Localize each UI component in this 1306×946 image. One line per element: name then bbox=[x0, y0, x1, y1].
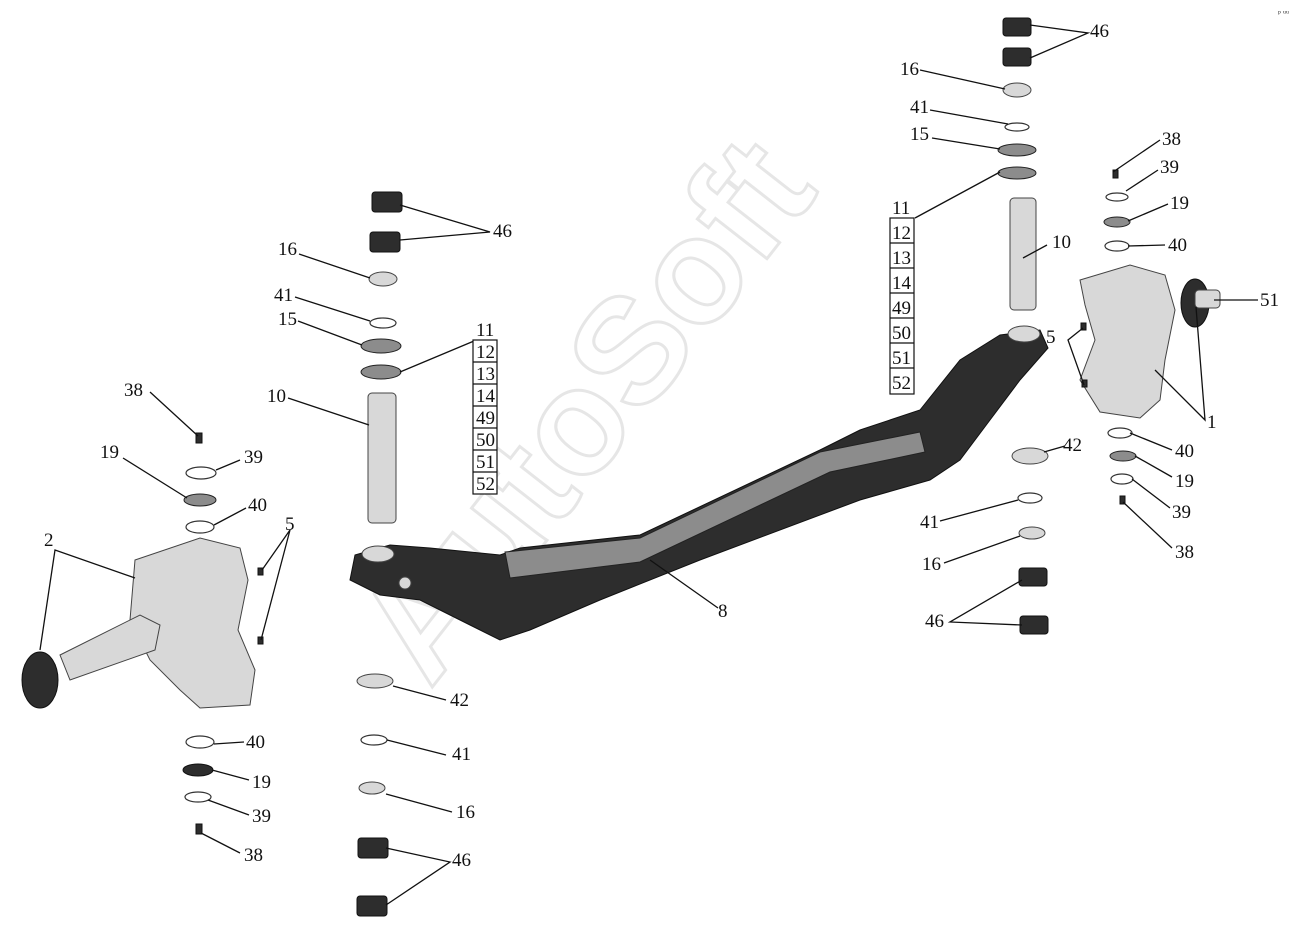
callout-label: 19 bbox=[1170, 193, 1189, 214]
corner-mark: ᵖ ᵘᵘ bbox=[1278, 8, 1289, 18]
callout-label: 40 bbox=[1175, 441, 1194, 462]
callout-label: 19 bbox=[1175, 471, 1194, 492]
callout-label: 39 bbox=[1172, 502, 1191, 523]
callout-label: 2 bbox=[44, 530, 54, 551]
callout-label: 19 bbox=[100, 442, 119, 463]
callout-label: 39 bbox=[252, 806, 271, 827]
callout-label: 38 bbox=[1175, 542, 1194, 563]
right-kit-item: 14 bbox=[892, 273, 912, 294]
callout-label: 39 bbox=[244, 447, 263, 468]
left-bearing-stack bbox=[356, 191, 403, 917]
left-kit-item: 13 bbox=[476, 364, 495, 385]
left-kit-list: 11 12 13 14 49 50 51 52 bbox=[472, 320, 498, 495]
callout-label: 10 bbox=[1052, 232, 1071, 253]
left-kit-item: 51 bbox=[476, 452, 495, 473]
callout-label: 42 bbox=[450, 690, 469, 711]
leader-lines bbox=[39, 24, 1258, 906]
callout-label: 41 bbox=[274, 285, 293, 306]
right-steering-knuckle bbox=[1079, 169, 1221, 505]
callout-label: 40 bbox=[248, 495, 267, 516]
callout-label: 5 bbox=[285, 514, 295, 535]
callout-label: 15 bbox=[278, 309, 297, 330]
callout-label: 16 bbox=[456, 802, 475, 823]
callout-label: 51 bbox=[1260, 290, 1279, 311]
callout-label: 16 bbox=[900, 59, 919, 80]
left-kit-item: 12 bbox=[476, 342, 495, 363]
callout-label: 1 bbox=[1207, 412, 1217, 433]
right-kit-item: 11 bbox=[892, 198, 910, 219]
callout-label: 41 bbox=[452, 744, 471, 765]
right-kit-item: 49 bbox=[892, 298, 911, 319]
callout-label: 39 bbox=[1160, 157, 1179, 178]
right-kit-item: 52 bbox=[892, 373, 911, 394]
callout-label: 40 bbox=[246, 732, 265, 753]
callout-label: 41 bbox=[920, 512, 939, 533]
callout-label: 16 bbox=[922, 554, 941, 575]
left-kit-item: 14 bbox=[476, 386, 496, 407]
axle-beam bbox=[349, 325, 1049, 641]
callout-label: 38 bbox=[1162, 129, 1181, 150]
left-kit-item: 50 bbox=[476, 430, 495, 451]
callout-label: 46 bbox=[1090, 21, 1109, 42]
right-kit-item: 50 bbox=[892, 323, 911, 344]
callout-label: 42 bbox=[1063, 435, 1082, 456]
left-steering-knuckle bbox=[21, 432, 264, 835]
callout-label: 5 bbox=[1046, 327, 1056, 348]
right-kit-list: 11 12 13 14 49 50 51 52 bbox=[889, 198, 915, 395]
callout-label: 10 bbox=[267, 386, 286, 407]
callout-label: 46 bbox=[452, 850, 471, 871]
callout-label: 38 bbox=[244, 845, 263, 866]
left-kit-item: 49 bbox=[476, 408, 495, 429]
callout-label: 41 bbox=[910, 97, 929, 118]
callout-label: 15 bbox=[910, 124, 929, 145]
callout-label: 8 bbox=[718, 601, 728, 622]
right-kit-item: 12 bbox=[892, 223, 911, 244]
left-kit-item: 11 bbox=[476, 320, 494, 341]
callout-label: 40 bbox=[1168, 235, 1187, 256]
right-kit-item: 13 bbox=[892, 248, 911, 269]
callout-label: 46 bbox=[493, 221, 512, 242]
left-kit-item: 52 bbox=[476, 474, 495, 495]
callout-label: 38 bbox=[124, 380, 143, 401]
callout-labels: 46 16 41 15 10 38 39 19 40 51 5 1 42 41 … bbox=[44, 21, 1279, 871]
callout-label: 16 bbox=[278, 239, 297, 260]
callout-label: 19 bbox=[252, 772, 271, 793]
right-bearing-stack bbox=[997, 17, 1049, 635]
right-kit-item: 51 bbox=[892, 348, 911, 369]
callout-label: 46 bbox=[925, 611, 944, 632]
